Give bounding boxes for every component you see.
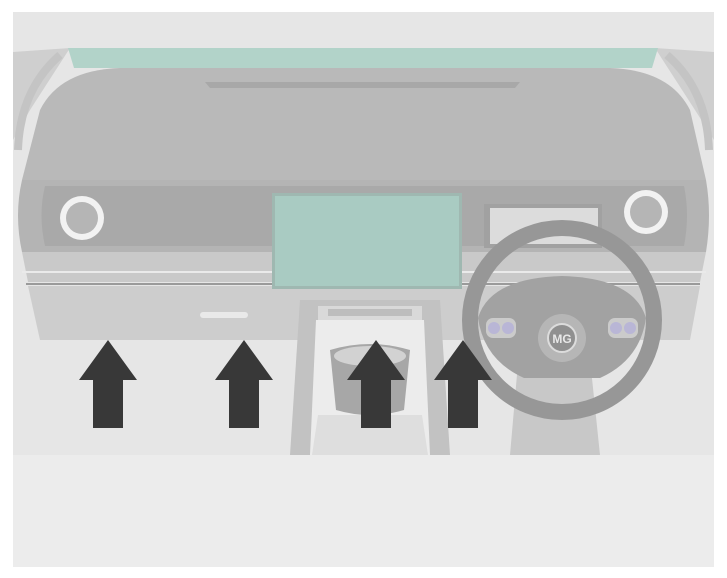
right-a-pillar — [655, 48, 714, 140]
lower-gray-panel — [13, 455, 714, 567]
steering-wheel-emblem-text: MG — [552, 332, 571, 346]
steering-wheel-emblem — [547, 323, 577, 353]
wheel-left-button-2 — [502, 322, 514, 334]
defrost-vent — [205, 82, 520, 88]
wheel-left-button — [488, 322, 500, 334]
console-lower-fascia — [312, 415, 428, 455]
windshield — [68, 48, 658, 68]
dashboard-top — [22, 68, 706, 180]
left-frame-rod — [14, 51, 63, 151]
center-display-screen — [275, 196, 459, 286]
right-frame-rod — [664, 51, 713, 151]
left-air-vent-inner — [66, 202, 98, 234]
arrow-2 — [215, 340, 273, 428]
arrow-4 — [434, 340, 492, 428]
right-air-vent-inner — [630, 196, 662, 228]
wheel-right-button — [610, 322, 622, 334]
arrow-1 — [79, 340, 137, 428]
left-a-pillar — [13, 48, 70, 140]
steering-wheel-rim — [462, 220, 662, 420]
wheel-right-button-2 — [624, 322, 636, 334]
climate-control-buttons — [328, 309, 412, 316]
arrow-3 — [347, 340, 405, 428]
glovebox-handle — [200, 312, 248, 318]
